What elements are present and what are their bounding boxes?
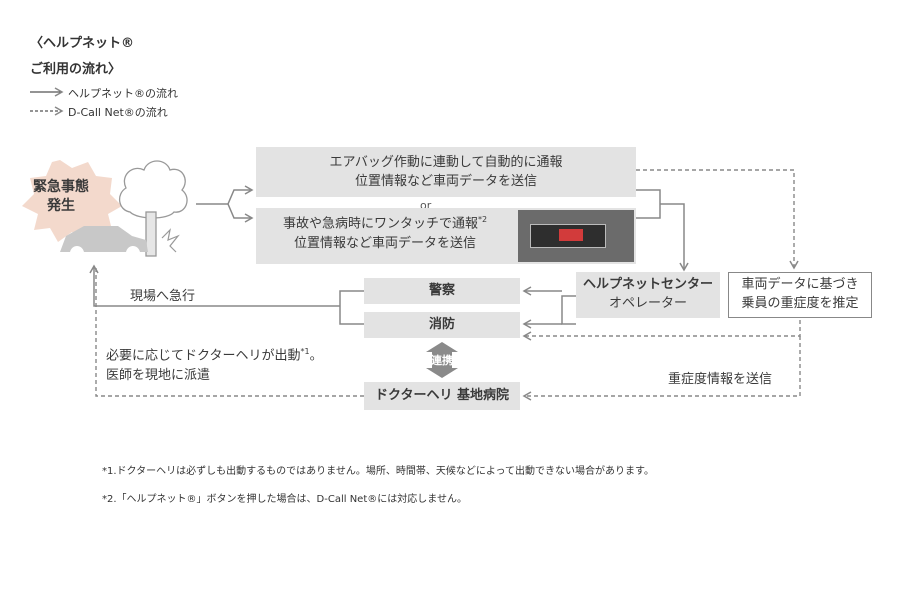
helpnet-center-box: ヘルプネットセンター オペレーター <box>576 272 720 318</box>
heli-note-line2: 医師を現地に派遣 <box>106 367 211 383</box>
severity-estimate-box: 車両データに基づき 乗員の重症度を推定 <box>728 272 872 318</box>
manual-notify-box: 事故や急病時にワンタッチで通報*2 位置情報など車両データを送信 <box>256 208 636 264</box>
helpnet-button-icon <box>518 210 634 262</box>
legend-dashed-label: D-Call Net®の流れ <box>68 106 168 119</box>
title-line2: ご利用の流れ〉 <box>30 62 122 77</box>
heli-note-line1: 必要に応じてドクターヘリが出動 <box>106 348 301 364</box>
auto-notify-line2: 位置情報など車両データを送信 <box>354 174 537 189</box>
heli-note: 必要に応じてドクターヘリが出動*1。 医師を現地に派遣 <box>106 346 323 385</box>
rush-label: 現場へ急行 <box>130 289 196 304</box>
legend-solid-label: ヘルプネット®の流れ <box>68 87 178 100</box>
auto-notify-line1: エアバッグ作動に連動して自動的に通報 <box>329 154 563 170</box>
center-line2: オペレーター <box>608 296 687 311</box>
estimate-line1: 車両データに基づき <box>741 277 859 293</box>
footnote-1: *1.ドクターヘリは必ずしも出動するものではありません。場所、時間帯、天候などに… <box>102 466 655 477</box>
renkei-arrow <box>426 342 458 378</box>
heli-note-sup: *1 <box>300 347 310 356</box>
manual-notify-sup: *2 <box>477 215 488 224</box>
doctor-heli-box: ドクターヘリ 基地病院 <box>364 382 520 410</box>
auto-notify-box: エアバッグ作動に連動して自動的に通報 位置情報など車両データを送信 <box>256 147 636 197</box>
footnote-2: *2.「ヘルプネット®」ボタンを押した場合は、D-Call Net®には対応しま… <box>102 494 467 505</box>
or-label: or <box>420 199 432 212</box>
center-line1: ヘルプネットセンター <box>582 277 713 293</box>
crash-flash-icon <box>161 228 180 253</box>
police-box: 警察 <box>364 278 520 304</box>
title-line1: 〈ヘルプネット® <box>30 36 135 51</box>
severity-send-label: 重症度情報を送信 <box>668 372 773 387</box>
manual-notify-line1: 事故や急病時にワンタッチで通報 <box>282 216 478 232</box>
fire-box: 消防 <box>364 312 520 338</box>
tree-icon <box>119 160 188 257</box>
renkei-label: 連携 <box>431 354 453 367</box>
manual-notify-line2: 位置情報など車両データを送信 <box>293 235 476 251</box>
emergency-burst <box>22 160 122 242</box>
emergency-label: 緊急事態 発生 <box>33 179 89 214</box>
heli-note-line1-end: 。 <box>309 348 323 364</box>
car-crash-icon <box>60 226 148 252</box>
estimate-line2: 乗員の重症度を推定 <box>741 296 859 311</box>
